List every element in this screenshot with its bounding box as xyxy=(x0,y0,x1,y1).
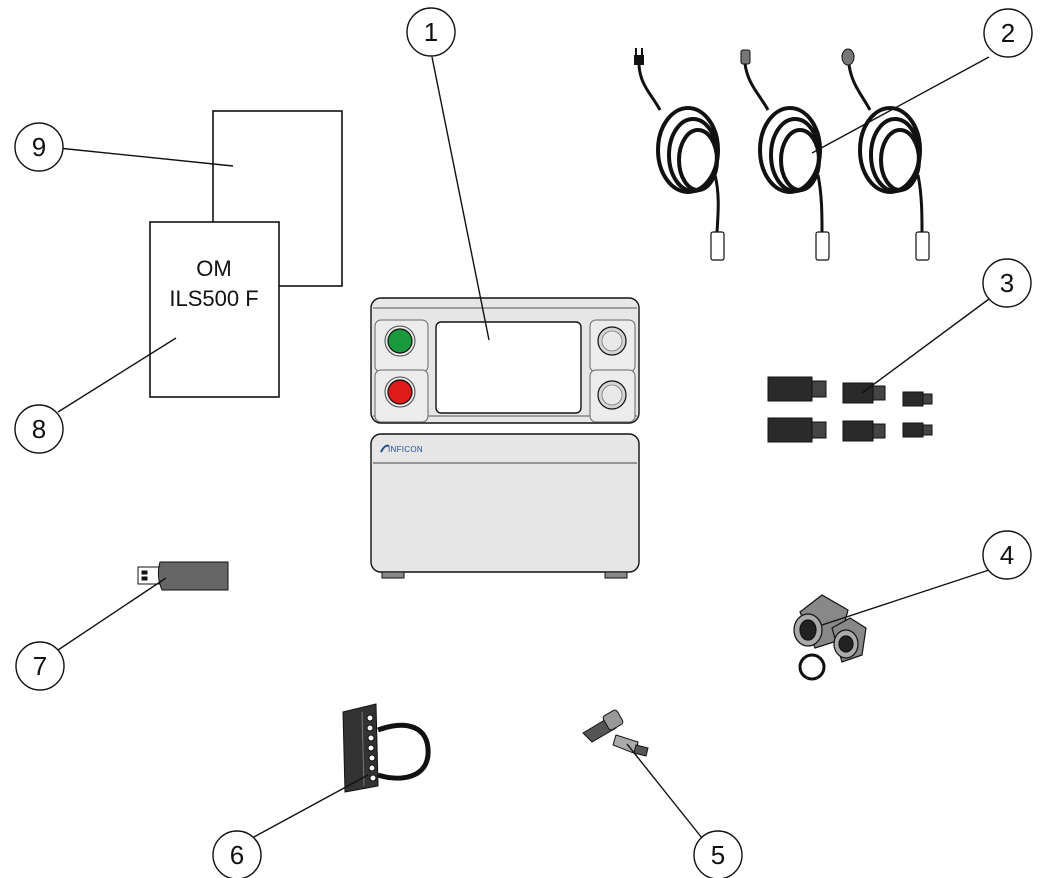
power-cord-plug-type-b xyxy=(740,49,830,261)
callout-3: 3 xyxy=(982,258,1032,308)
callout-4: 4 xyxy=(982,530,1032,580)
svg-text:7: 7 xyxy=(33,651,47,681)
callout-6: 6 xyxy=(212,830,262,878)
svg-text:1: 1 xyxy=(424,17,438,47)
svg-text:5: 5 xyxy=(711,840,725,870)
svg-text:6: 6 xyxy=(230,840,244,870)
leader-lines xyxy=(57,56,990,839)
touch-display xyxy=(435,321,582,414)
manual-title-line2: ILS500 F xyxy=(169,286,258,311)
svg-text:8: 8 xyxy=(32,414,46,444)
power-cord-plug-type-c xyxy=(841,48,930,261)
svg-text:4: 4 xyxy=(1000,540,1014,570)
stop-button xyxy=(387,379,413,405)
callout-1: 1 xyxy=(406,7,456,57)
svg-text:3: 3 xyxy=(1000,268,1014,298)
callout-9: 9 xyxy=(14,122,64,172)
usb-stick xyxy=(137,561,229,591)
callout-7: 7 xyxy=(15,641,65,691)
ils500f-device: INFICON xyxy=(370,297,640,579)
brand-label: INFICON xyxy=(388,445,423,454)
power-cord-plug-type-a xyxy=(634,48,725,261)
connector-plugs xyxy=(767,376,933,443)
cable-glands xyxy=(793,594,867,681)
terminal-block xyxy=(342,703,431,793)
inficon-logo-icon xyxy=(380,444,390,453)
svg-text:2: 2 xyxy=(1001,18,1015,48)
callout-5: 5 xyxy=(693,830,743,878)
adapters xyxy=(582,709,649,757)
svg-text:9: 9 xyxy=(32,132,46,162)
callout-2: 2 xyxy=(983,8,1033,58)
power-cords xyxy=(634,48,930,261)
start-button xyxy=(387,328,413,354)
operating-manual-8: OM ILS500 F xyxy=(149,221,280,398)
manual-title-line1: OM xyxy=(196,256,231,281)
callout-8: 8 xyxy=(14,404,64,454)
